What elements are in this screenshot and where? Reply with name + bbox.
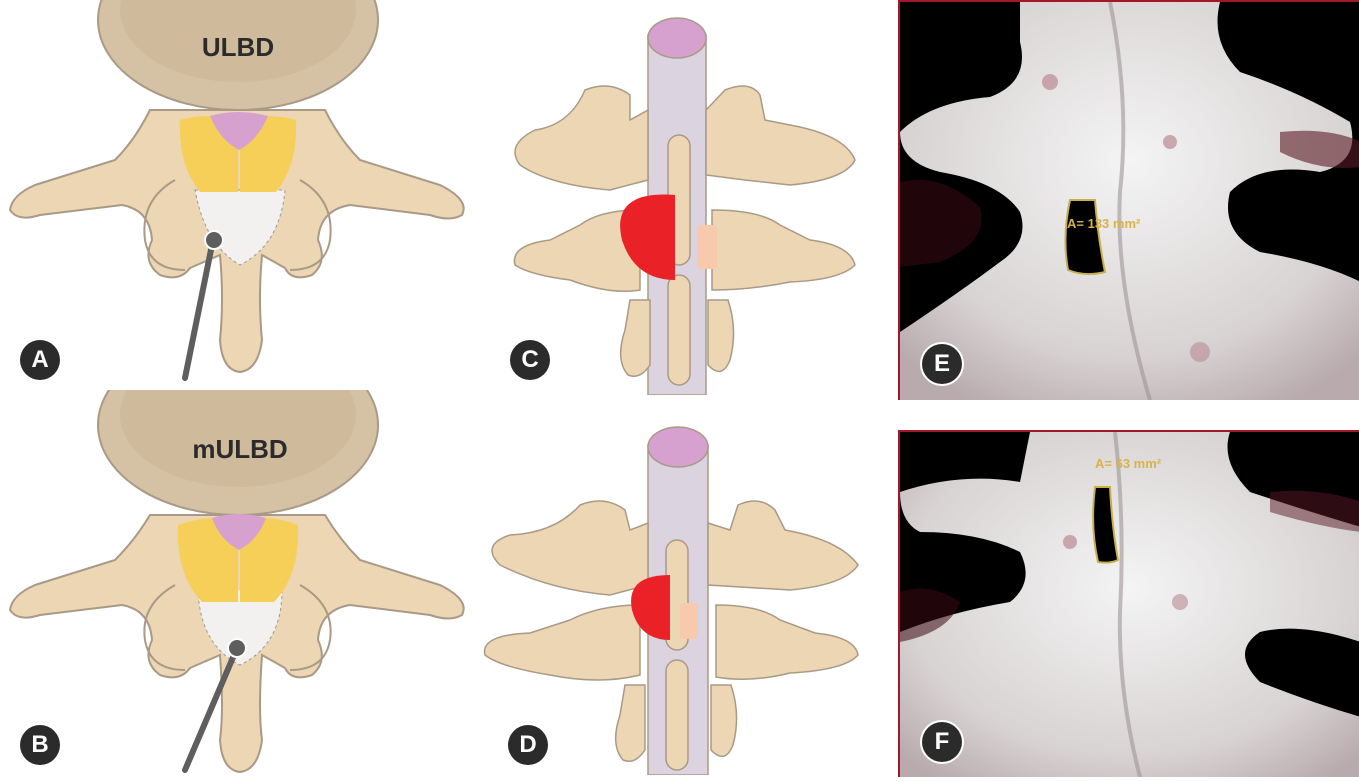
panel-c: C [490,0,880,395]
posterior-diagram-ulbd [490,0,880,395]
panel-label: D [508,725,548,765]
panel-title: ULBD [202,32,274,62]
contralateral-decompression [697,225,717,269]
panel-b: mULBD B [0,390,470,775]
panel-label: A [20,340,60,380]
panel-e: A= 133 mm² E [898,0,1359,400]
panel-f: A= 63 mm² F [898,430,1359,777]
panel-label: F [922,722,962,762]
area-measurement: A= 133 mm² [1067,216,1141,231]
axial-diagram-mulbd: mULBD [0,390,470,775]
area-measurement: A= 63 mm² [1095,456,1162,471]
panel-label: C [510,340,550,380]
axial-diagram-ulbd: ULBD [0,0,470,385]
ct-reconstruction: A= 63 mm² [900,432,1359,777]
panel-label: E [922,344,962,384]
ct-reconstruction: A= 133 mm² [900,2,1359,400]
panel-a: ULBD A [0,0,470,385]
posterior-diagram-mulbd [460,405,890,775]
contralateral-decompression [680,603,698,639]
panel-d: D [460,405,890,775]
panel-label: B [20,725,60,765]
panel-title: mULBD [192,434,287,464]
